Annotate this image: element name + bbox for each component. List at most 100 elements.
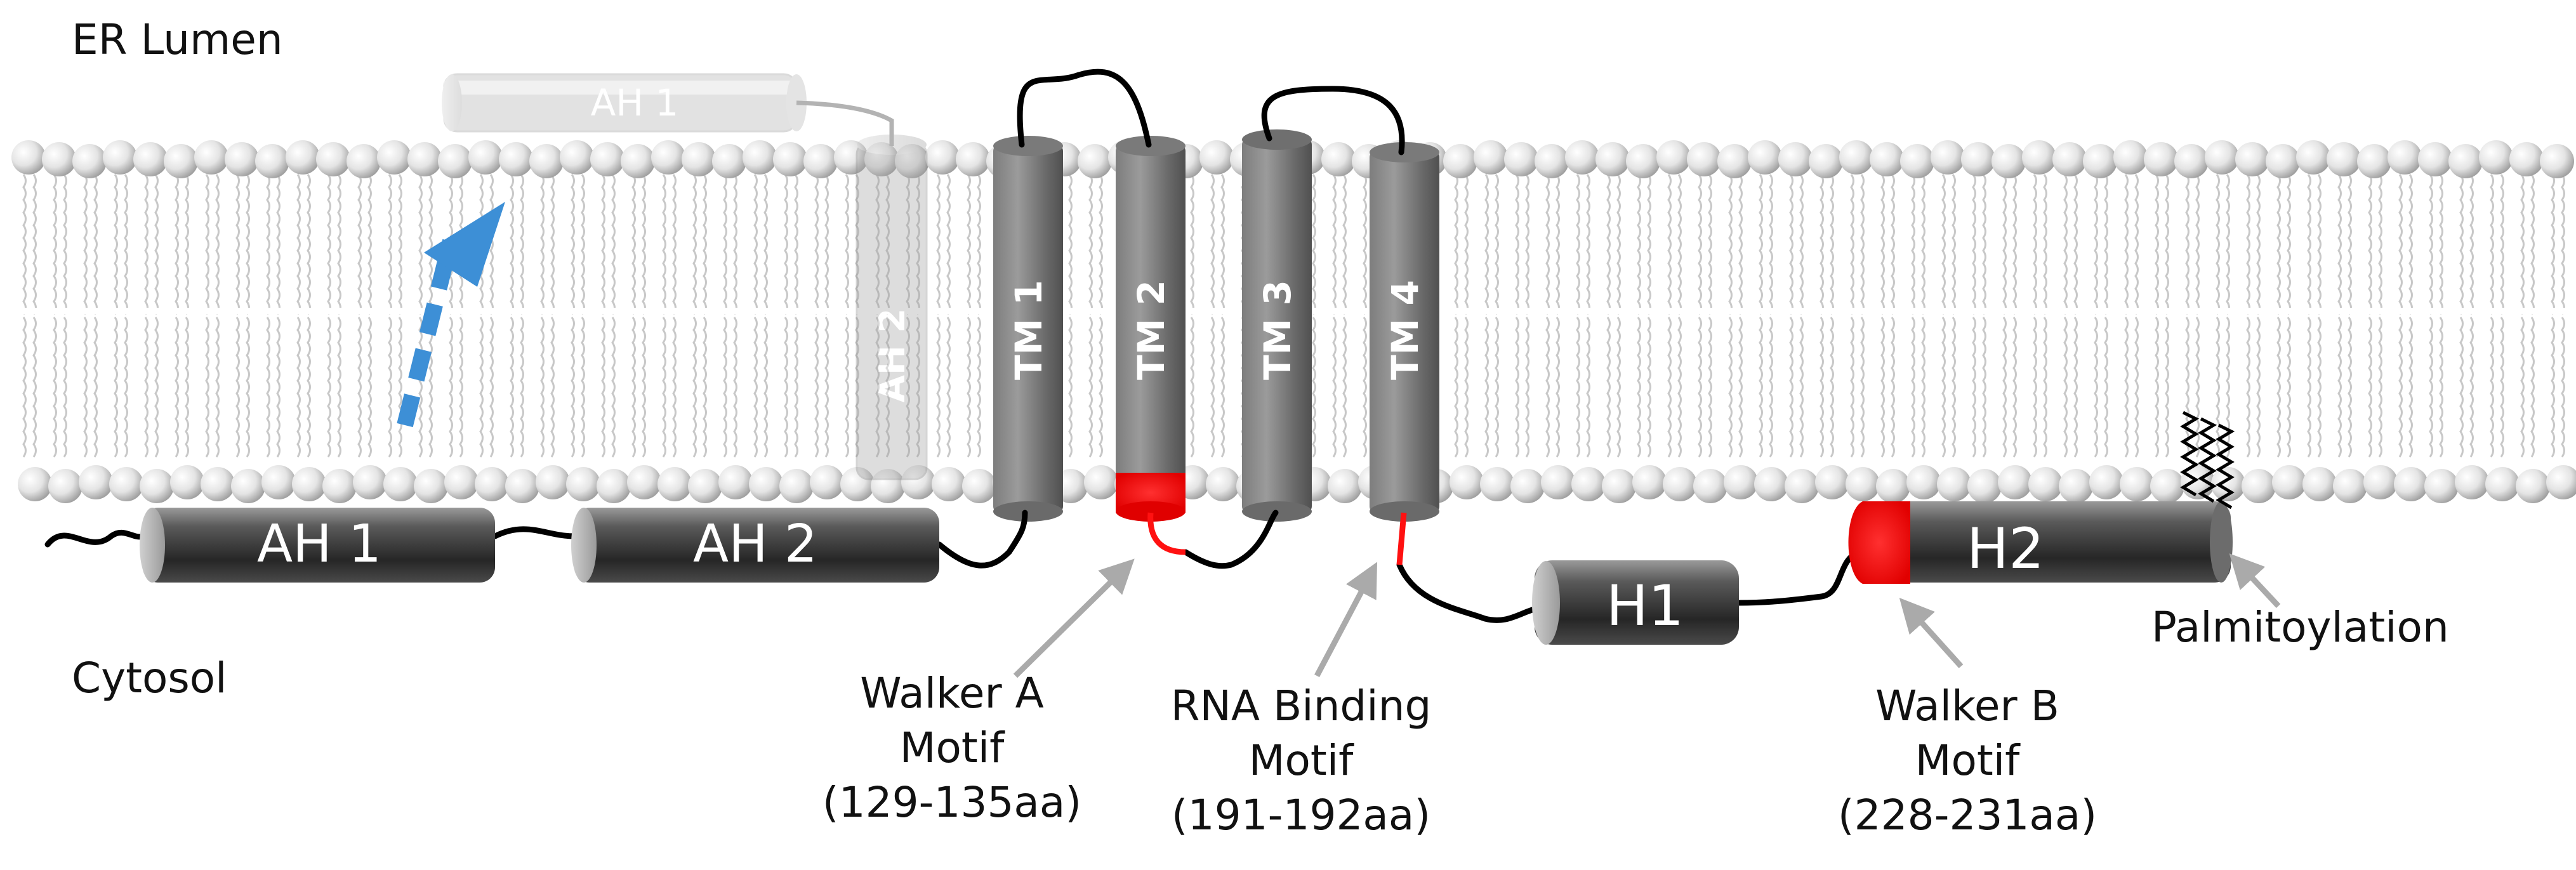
lipid-tail — [2043, 174, 2047, 315]
lipid-tail — [2185, 174, 2190, 315]
lipid-tail — [1830, 174, 1834, 315]
lipid-tail — [733, 317, 737, 458]
lipid-tail — [2124, 317, 2129, 458]
lipid-tail — [2490, 317, 2494, 458]
lipid-head — [414, 469, 448, 503]
lipid-head — [834, 140, 868, 175]
lipid-tail — [337, 317, 341, 458]
lipid-tail — [22, 174, 27, 315]
walker-a-motif-label: Walker A Motif (129-135aa) — [800, 666, 1104, 830]
rna-binding-line1: RNA Binding — [1170, 682, 1432, 730]
ah1-cytosolic-helix: AH 1 — [140, 508, 495, 583]
lipid-tail — [814, 317, 819, 458]
lipid-tail — [2033, 317, 2037, 458]
ah2-membrane-ghost-helix: AH 2 — [855, 135, 928, 480]
tm1-label: TM 1 — [1007, 280, 1050, 380]
lipid-head — [779, 469, 814, 503]
lipid-tail — [418, 317, 423, 458]
lipid-tail — [1982, 317, 1986, 458]
lipid-head — [475, 467, 509, 501]
lipid-tail — [1972, 174, 1976, 315]
lipid-tail — [2002, 317, 2007, 458]
lipid-tail — [2276, 174, 2281, 315]
lipid-tail — [1952, 174, 1956, 315]
lipid-head — [1450, 465, 1484, 499]
lipid-head — [1998, 465, 2032, 499]
lipid-head — [1084, 465, 1118, 499]
lipid-tail — [2155, 317, 2159, 458]
lipid-tail — [946, 317, 951, 458]
lipid-tail — [2530, 317, 2535, 458]
lipid-tail — [235, 174, 240, 315]
lipid-tail — [855, 317, 859, 458]
lipid-tail — [266, 174, 270, 315]
lipid-tail — [723, 174, 727, 315]
lipid-tail — [428, 174, 433, 315]
lipid-head — [712, 144, 746, 178]
lipid-head — [932, 467, 966, 501]
lipid-head — [1931, 140, 1965, 175]
lipid-tail — [1068, 317, 1073, 458]
lipid-tail — [2337, 317, 2342, 458]
lipid-head — [1937, 467, 1971, 501]
lipid-head — [2089, 465, 2124, 499]
lipid-tail — [692, 317, 697, 458]
lipid-head — [140, 469, 174, 503]
lipid-tail — [1698, 317, 1702, 458]
rna-binding-motif-label: RNA Binding Motif (191-192aa) — [1130, 679, 1472, 843]
lipid-tail — [2002, 174, 2007, 315]
lipid-tail — [1484, 317, 1489, 458]
lipid-head — [231, 469, 265, 503]
lipid-tail — [2226, 174, 2230, 315]
lipid-tail — [1860, 174, 1865, 315]
lipid-tail — [1880, 174, 1885, 315]
lipid-tail — [1728, 174, 1733, 315]
lipid-tail — [1820, 317, 1824, 458]
lipid-head — [2455, 465, 2489, 499]
lipid-head — [468, 140, 503, 175]
lipid-tail — [1667, 317, 1672, 458]
lipid-head — [1565, 140, 1599, 175]
lipid-tail — [1637, 174, 1641, 315]
lipid-tail — [824, 174, 829, 315]
lipid-tail — [1556, 317, 1560, 458]
lipid-tail — [1708, 174, 1712, 315]
lipid-head — [2211, 467, 2245, 501]
lipid-head — [1663, 467, 1697, 501]
lipid-head — [2150, 469, 2184, 503]
lipid-tail — [2459, 317, 2464, 458]
lipid-tail — [2185, 317, 2190, 458]
lipid-head — [79, 465, 113, 499]
lipid-tail — [124, 317, 128, 458]
lipid-head — [2266, 144, 2300, 178]
walker-b-pointer — [1899, 597, 1964, 669]
lipid-tail — [388, 174, 392, 315]
lipid-tail — [2408, 317, 2413, 458]
lipid-tail — [1759, 317, 1763, 458]
walker-b-line2: Motif — [1915, 736, 2020, 785]
lipid-tail — [1667, 174, 1672, 315]
lipid-head — [2394, 467, 2428, 501]
lipid-tail — [185, 174, 189, 315]
lipid-tail — [1606, 317, 1611, 458]
lipid-tail — [2378, 174, 2382, 315]
lipid-head — [2174, 144, 2209, 178]
lipid-tail — [2317, 174, 2322, 315]
walker-a-line2: Motif — [899, 723, 1005, 772]
lipid-head — [1535, 144, 1569, 178]
lipid-head — [407, 142, 442, 176]
lipid-tail — [2256, 317, 2261, 458]
lipid-head — [657, 467, 692, 501]
lipid-head — [225, 142, 259, 176]
lipid-head — [2022, 140, 2056, 175]
lipid-tail — [1342, 174, 1347, 315]
lipid-tail — [2368, 174, 2372, 315]
lipid-tail — [144, 174, 149, 315]
polypeptide-loops — [44, 69, 1863, 623]
lipid-head — [2448, 144, 2483, 178]
lipid-tail — [1759, 174, 1763, 315]
lipid-head — [11, 140, 46, 175]
lipid-tail — [1312, 317, 1316, 458]
lipid-head — [1474, 140, 1508, 175]
lipid-tail — [1880, 317, 1885, 458]
